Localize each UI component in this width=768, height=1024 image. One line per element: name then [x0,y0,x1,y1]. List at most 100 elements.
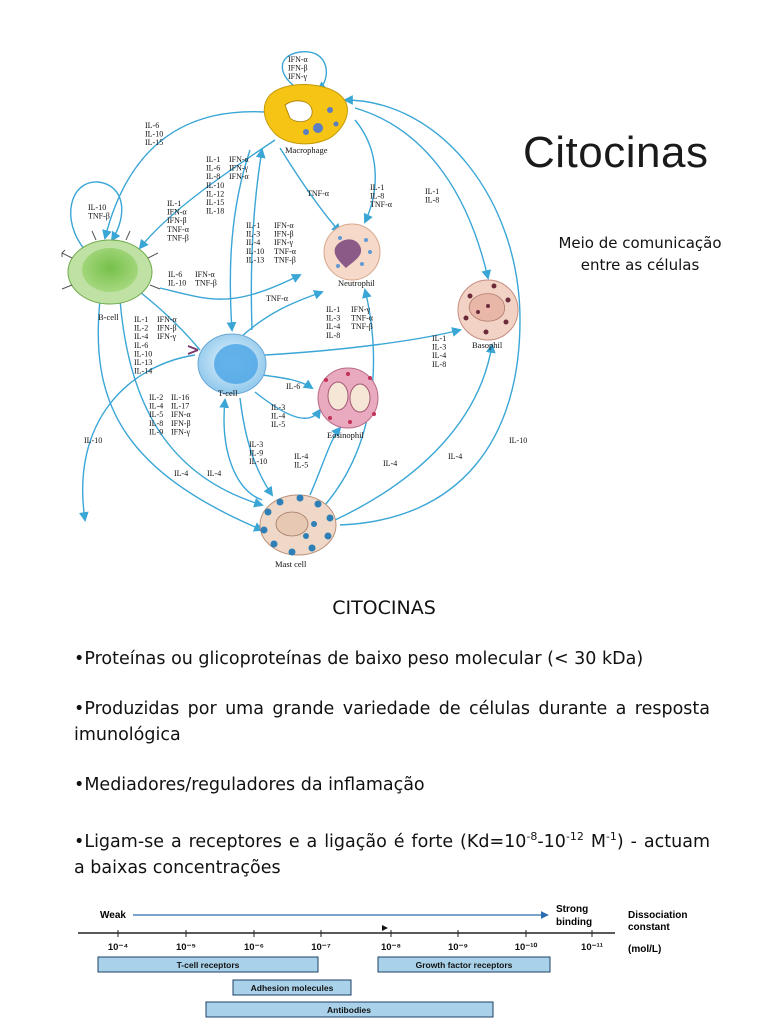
cytokine-label-t-to-b-a: IL-10 [134,349,152,358]
bullet-3: •Mediadores/reguladores da inflamação [74,775,425,795]
dissociation-constant-scale: Weak Strong binding Dissociation constan… [78,904,687,1018]
cytokine-label-mac-self: IFN-γ [288,72,308,81]
cytokine-label-t-to-mac-a: IL-1 [246,221,260,230]
t-cell [187,333,267,395]
cytokine-label-mac-col-a: IL-18 [206,207,224,216]
bcell-label: B-cell [98,312,119,322]
cytokine-label-t-to-b-small-a: IL-10 [168,279,186,288]
b-cell [61,230,161,305]
bar-adhesion [232,979,352,996]
cytokine-label-t-to-mac-a: IL-3 [246,230,260,239]
cytokine-label-mac-col-a: IL-10 [206,181,224,190]
cytokine-label-t-to-baso: IL-8 [432,360,446,369]
bar-antibodies-label: Antibodies [327,1005,371,1015]
cytokine-label-t-to-mac-b: TNF-β [274,255,296,264]
cytokine-label-t-to-mac-a: IL-4 [246,238,260,247]
cytokine-label-t-to-eos-top: IL-6 [286,382,300,391]
cytokine-label-mac-col-b: IFN-α [229,155,250,164]
cytokine-label-t-to-b-a: IL-6 [134,341,148,350]
tcell-label: T-cell [218,388,238,398]
cytokine-label-t-lower-a: IL-9 [149,427,163,436]
cytokine-label-mac-to-baso: IL-8 [425,196,439,205]
scale-marker-icon [382,925,388,931]
cytokine-label-mast-to-baso: IL-4 [448,452,462,461]
cytokine-label-mac-col-b: IFN-α [229,172,250,181]
cytokine-label-t-to-neut-b: TNF-α [351,314,374,323]
cytokine-label-mac-col-b: IFN-γ [229,164,249,173]
cytokine-label-mac-to-bcell: IL-15 [145,138,163,147]
scale-tick-label: 10⁻⁶ [244,942,264,953]
cytokine-label-t-lower-a: IL-5 [149,410,163,419]
cytokine-label-mac-to-bcell: IL-10 [145,130,163,139]
cytokine-label-bcell-self: TNF-β [88,212,110,221]
cytokine-label-t-to-b-small-a: IL-6 [168,270,182,279]
bullet-4-text-a: •Ligam-se a receptores e a ligação é for… [74,831,527,852]
basophil-label: Basophil [472,340,503,350]
cytokine-label-t-to-b-small-b: TNF-β [195,279,217,288]
cytokine-label-t-lower-b: IFN-α [171,410,192,419]
cytokine-label-mac-col-a: IL-12 [206,189,224,198]
cytokine-label-t-to-mac-b: IFN-α [274,221,295,230]
bullet-1: •Proteínas ou glicoproteínas de baixo pe… [74,649,644,669]
cytokine-label-mac-to-bcell: IL-6 [145,121,159,130]
bullet-4-unit: M [583,831,606,852]
cytokine-label-t-to-mast: IL-9 [249,449,263,458]
dissoc-label-1: Dissociation [628,910,687,921]
bar-antibodies [205,1001,494,1018]
cytokine-label-t-to-mast-2: IL-4 [207,469,221,478]
macrophage-label: Macrophage [285,145,328,155]
bar-adhesion-label: Adhesion molecules [251,983,334,993]
bar-growth-factor [377,956,551,973]
cytokine-label-mac-to-neut2: TNF-α [370,200,393,209]
basophil-cell [457,279,519,341]
cytokine-label-mac-to-b-group: IFN-β [167,216,187,225]
cytokine-label-mac-col-a: IL-15 [206,198,224,207]
slide-title: Citocinas [523,128,709,177]
dissoc-label-2: constant [628,922,670,933]
cytokine-label-t-to-mac-a: IL-13 [246,255,264,264]
subtitle-line-2: entre as células [580,256,700,274]
strong-label-1: Strong [556,904,588,915]
mast-cell [259,494,337,556]
cytokine-label-t-to-baso: IL-4 [432,351,446,360]
scale-tick-label: 10⁻⁹ [448,942,468,953]
cytokine-label-mac-to-b-group: TNF-β [167,233,189,242]
neutrophil-cell [323,223,381,281]
cytokine-label-t-to-b-b: IFN-γ [157,332,177,341]
cytokine-label-t-lower-a: IL-2 [149,393,163,402]
cytokine-label-mac-to-neut2: IL-1 [370,183,384,192]
strong-label-2: binding [556,917,592,928]
bar-tcell-receptors [97,956,319,973]
cytokine-label-t-to-neut-a: IL-3 [326,314,340,323]
cytokine-network-diagram: Macrophage B-cell T-cell Neutrophil Baso… [61,51,527,569]
cytokine-label-t-to-baso: IL-3 [432,343,446,352]
cytokine-label-t-to-eos: IL-3 [271,403,285,412]
eosinophil-label: Eosinophil [327,430,364,440]
cytokine-label-b-to-mast-1: IL-10 [84,436,102,445]
cytokine-label-mac-to-neut2: IL-8 [370,192,384,201]
cytokine-label-t-lower-b: IL-17 [171,402,189,411]
cytokine-label-t-to-mac-a: IL-10 [246,247,264,256]
cytokine-label-t-to-b-a: IL-4 [134,332,148,341]
cytokine-label-t-to-mac-b: IFN-γ [274,238,294,247]
cytokine-label-t-to-neut-b: TNF-β [351,322,373,331]
bullet-4-exp-2: -12 [565,830,584,843]
cytokine-label-mac-self: IFN-β [288,64,308,73]
cytokine-label-mast-to-mac: IL-10 [509,436,527,445]
cytokine-label-mast-to-eos: IL-5 [294,461,308,470]
scale-tick-label: 10⁻¹¹ [581,942,603,953]
weak-label: Weak [100,910,126,921]
cytokine-label-t-to-mast: IL-10 [249,457,267,466]
cytokine-label-t-lower-b: IL-16 [171,393,189,402]
cytokine-label-mac-col-a: IL-1 [206,155,220,164]
cytokine-label-t-to-eos: IL-5 [271,420,285,429]
arrows [70,51,521,532]
cytokine-label-b-to-mast-2: IL-4 [174,469,188,478]
scale-tick-label: 10⁻⁸ [381,942,401,953]
cytokine-label-t-lower-a: IL-4 [149,402,163,411]
cytokine-label-mac-to-b-group: IL-1 [167,199,181,208]
cytokine-label-t-to-mac-b: IFN-β [274,230,294,239]
cytokine-label-t-to-eos: IL-4 [271,412,285,421]
bullet-4-exp-3: -1 [605,830,617,843]
cytokine-label-mast-to-eos: IL-4 [294,452,308,461]
